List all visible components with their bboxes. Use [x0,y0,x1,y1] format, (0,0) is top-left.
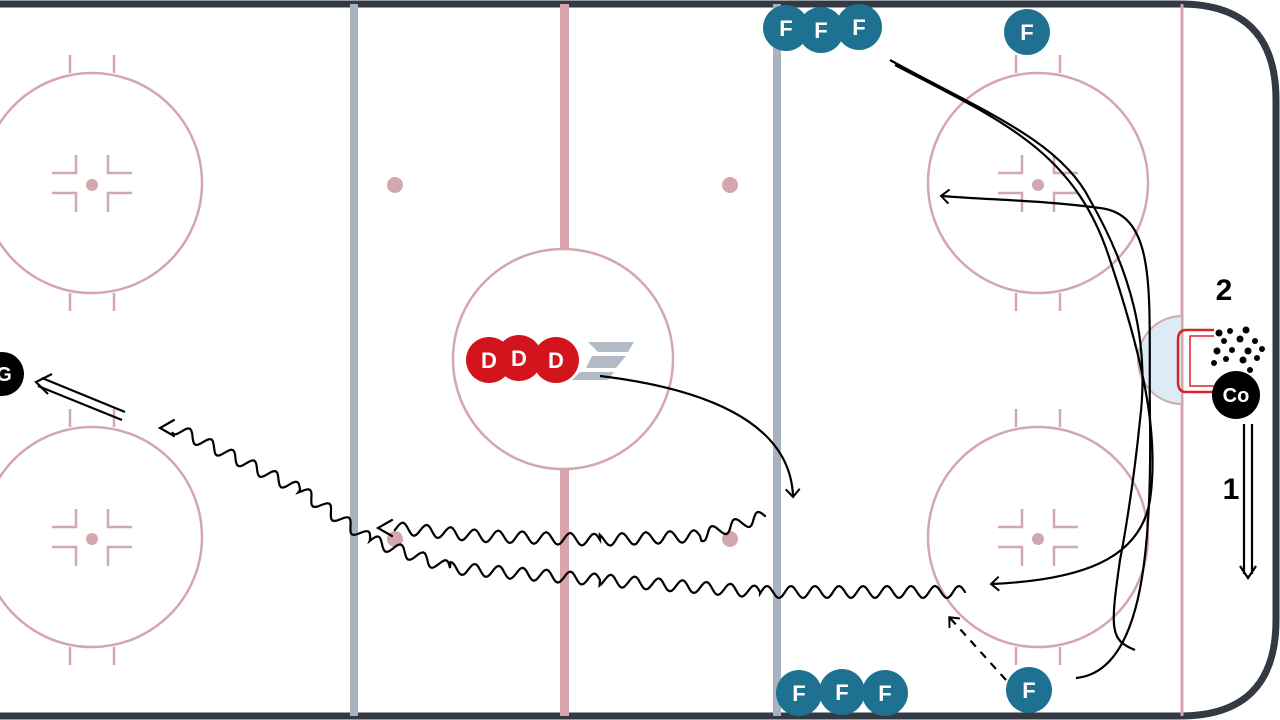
forward-label: F [852,15,865,40]
forward-group-top: F F F [763,4,882,53]
forward-token [798,7,844,53]
faceoff-circle-right-top [926,55,1150,311]
coach-token: Co [1212,371,1260,419]
defense-label: D [548,348,564,373]
forward-token [1006,667,1052,713]
forward-label: F [792,681,805,706]
forward-single-top: F [1004,9,1050,55]
forward-label: F [779,16,792,41]
carry-path-short [393,510,767,547]
center-red-line-bottom [560,470,569,716]
coach-pass-path [1242,424,1254,574]
forward-token [776,670,822,716]
step-label-2: 2 [1216,274,1233,307]
defense-label: D [511,346,527,371]
defense-token [533,337,579,383]
forward-label: F [878,681,891,706]
forward-token [763,5,809,51]
coach-pass-arrowhead [1239,565,1257,580]
net-inner [1189,335,1214,387]
forward-label: F [1022,678,1035,703]
puck-pile-icon [1211,326,1265,373]
forward-label: F [814,18,827,43]
faceoff-circle-left-bottom [0,409,204,665]
forward-group-bottom: F F F [776,669,908,716]
goalie-label: G [0,364,12,386]
forward-label: F [1020,20,1033,45]
defense-label: D [481,348,497,373]
faceoff-circle-right-bottom [926,409,1150,665]
defense-skate-path [599,374,801,499]
neutral-dot-tr [722,177,738,193]
blue-line-right [773,4,781,716]
forward-token [819,669,865,715]
forward-skate-path-cross [894,64,1154,592]
defense-token [496,335,542,381]
forward-token [1004,9,1050,55]
net-icon [1176,328,1214,394]
faceoff-circle-left-top [0,55,204,311]
forward-token [836,4,882,50]
shot-path [37,376,126,422]
carry-arrowhead-long [157,418,176,438]
shot-arrowhead [34,373,53,395]
center-red-line-top [560,4,569,248]
coach-label: Co [1223,385,1250,407]
forward-token [862,670,908,716]
goalie-token: G [0,352,24,396]
step-label-1: 1 [1223,473,1240,506]
forward-label: F [835,680,848,705]
neutral-dot-tl [387,177,403,193]
forward-skate-path-top-circle [939,188,1152,680]
blue-line-left [350,4,358,716]
carry-path-long [171,427,967,600]
defense-group: D D D [466,335,579,383]
center-circle [451,247,675,471]
carry-arrowhead-short [375,518,394,538]
watermark-logo [572,342,634,380]
forward-single-bottom: F [1006,667,1052,713]
